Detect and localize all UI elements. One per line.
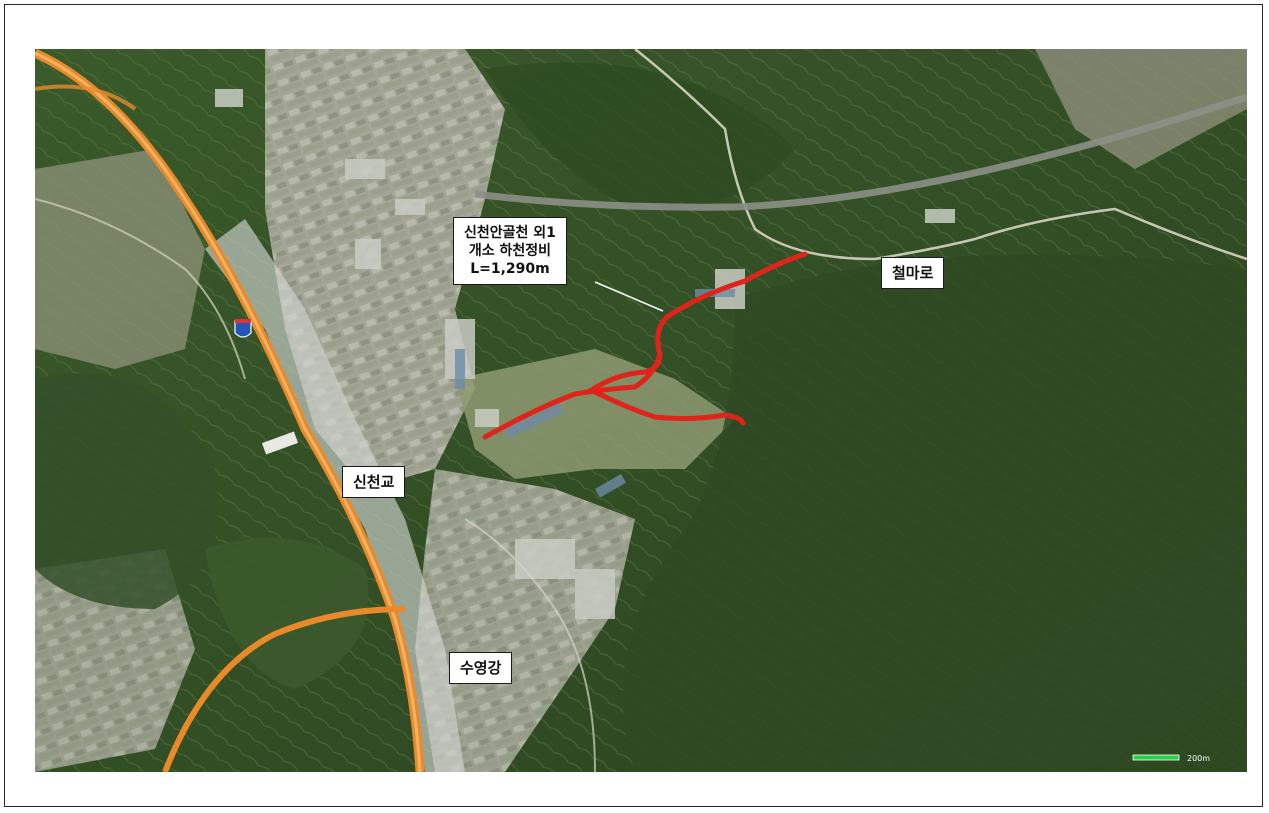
scale-bar — [1132, 754, 1180, 761]
river-route — [482, 251, 808, 440]
road-valley — [464, 518, 596, 772]
road-north — [634, 49, 1247, 261]
river-route-branch-upper — [587, 351, 663, 394]
label-suyeonggang: 수영강 — [449, 652, 513, 684]
label-sincheongyo: 신천교 — [342, 466, 406, 498]
callout-project: 신천안골천 외1 개소 하천정비 L=1,290m — [453, 217, 567, 285]
aerial-map: 200m 신천안골천 외1 개소 하천정비 L=1,290m 철마로 신천교 수… — [35, 49, 1247, 772]
callout-leader-line — [594, 281, 664, 312]
mountain-ne — [485, 62, 795, 211]
aerial-photo: 200m — [35, 49, 1247, 772]
callout-line-1: 신천안골천 외1 — [464, 225, 556, 241]
highway-ramp — [162, 606, 406, 772]
label-cheolmaro: 철마로 — [881, 257, 945, 289]
highway-inner — [35, 51, 422, 772]
river-route-branch-lower — [592, 389, 746, 426]
bridge — [261, 431, 299, 455]
road-west — [35, 198, 246, 380]
railway-line — [474, 93, 1247, 211]
highway-ramp-north — [35, 84, 137, 111]
highway-shield-icon — [234, 319, 252, 338]
callout-line-3: L=1,290m — [470, 261, 550, 277]
callout-line-2: 개소 하천정비 — [468, 243, 552, 259]
west-farmland — [35, 149, 205, 369]
scale-bar-label: 200m — [1187, 754, 1210, 763]
valley-farmland-central — [455, 349, 735, 479]
mountain-west — [35, 373, 219, 609]
figure-frame: 200m 신천안골천 외1 개소 하천정비 L=1,290m 철마로 신천교 수… — [4, 4, 1263, 807]
mountain-east — [622, 254, 1247, 772]
valley-farmland-south — [415, 469, 635, 772]
northeast-clearing — [1035, 49, 1247, 169]
